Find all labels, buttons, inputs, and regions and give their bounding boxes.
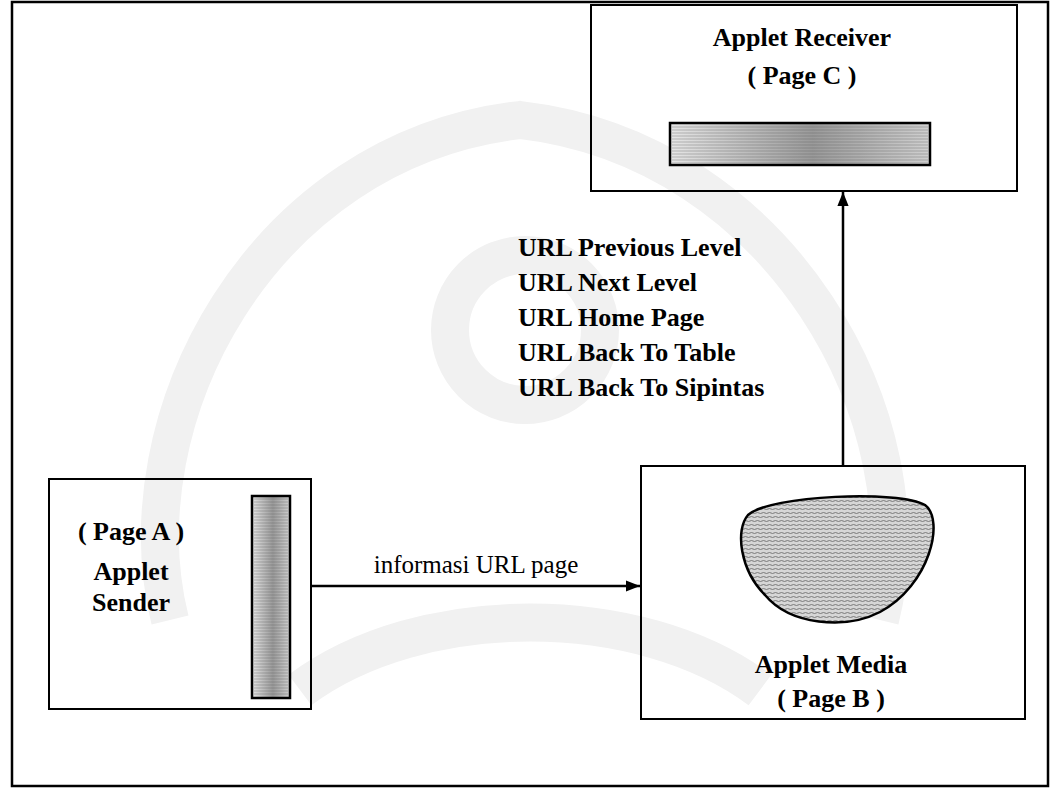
applet-box: Applet Receiver ( Page C ) (590, 4, 1018, 192)
url-label: URL Back To Sipintas (518, 372, 764, 403)
url-label: URL Next Level (518, 267, 697, 298)
sender-bar (252, 496, 290, 698)
applet-box: ( Page A ) Applet Sender (48, 478, 312, 710)
frame (12, 2, 1048, 786)
box-subtitle: ( Page C ) (592, 60, 1012, 91)
box-title: Applet Receiver (592, 22, 1012, 53)
media-blob (741, 496, 934, 622)
url-label: URL Home Page (518, 302, 704, 333)
box-title: Applet Media (642, 649, 1020, 680)
url-label: URL Back To Table (518, 337, 736, 368)
receiver-bar-lines (672, 125, 928, 163)
box-title: ( Page A ) (56, 516, 206, 547)
sender-bar-lines (254, 498, 288, 696)
box-subtitle: Applet Sender (56, 556, 206, 618)
arrow-connector (312, 585, 640, 588)
edge-label: informasi URL page (371, 550, 582, 580)
receiver-bar (670, 123, 930, 165)
applet-box: Applet Media( Page B ) (640, 465, 1026, 720)
box-subtitle: ( Page B ) (642, 683, 1020, 714)
sender-bar-fill (252, 496, 290, 698)
receiver-bar-fill (670, 123, 930, 165)
watermark-arc (300, 623, 760, 691)
arrow-connector (842, 192, 845, 465)
url-label: URL Previous Level (518, 232, 741, 263)
